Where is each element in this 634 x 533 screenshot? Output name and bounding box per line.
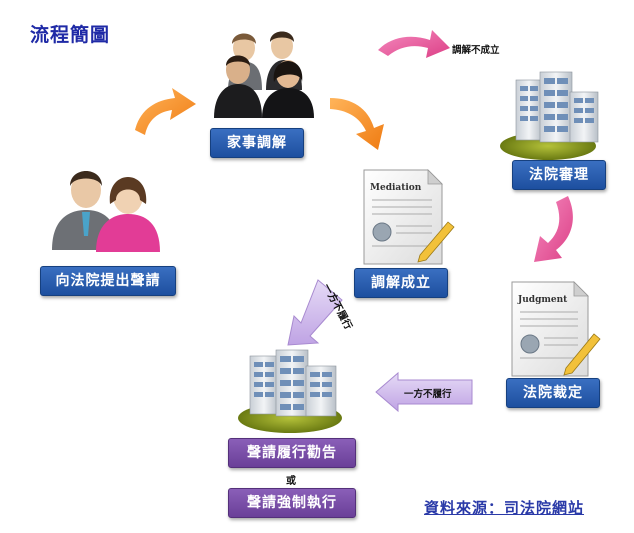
- court-building-top: [500, 71, 599, 160]
- step-apply-to-court: 向法院提出聲請: [40, 266, 176, 296]
- judgment-document-heading: Judgment: [517, 295, 568, 305]
- judgment-document-icon: Judgment: [511, 281, 601, 377]
- arrow-mediation-to-success: [330, 98, 384, 150]
- step-court-ruling: 法院裁定: [506, 378, 600, 408]
- step-mediation-success: 調解成立: [354, 268, 448, 298]
- arrow-hearing-to-ruling: [534, 196, 573, 262]
- arrow-ruling-to-enforcement: [375, 371, 473, 413]
- mediation-document-heading: Mediation: [370, 183, 422, 193]
- step-court-hearing: 法院審理: [512, 160, 606, 190]
- diagram-title: 流程簡圖: [30, 24, 111, 46]
- mediation-group-figure: [214, 31, 314, 118]
- arrow-mediation-fail: [378, 30, 450, 58]
- step-family-mediation: 家事調解: [210, 128, 304, 158]
- source-link[interactable]: 資料來源：司法院網站: [424, 499, 585, 517]
- arrow-apply-to-mediation: [135, 88, 196, 135]
- non-performance-text: 一方不履行: [404, 389, 452, 400]
- court-building-bottom: [238, 349, 342, 433]
- or-connector: 或: [286, 476, 296, 487]
- mediation-fail-note: 調解不成立: [452, 45, 500, 56]
- mediation-document-icon: Mediation: [363, 169, 455, 265]
- arrow-success-to-enforcement: [287, 279, 343, 346]
- applicants-figure: [52, 171, 160, 252]
- step-petition-advise: 聲請履行勸告: [228, 438, 356, 468]
- step-petition-enforce: 聲請強制執行: [228, 488, 356, 518]
